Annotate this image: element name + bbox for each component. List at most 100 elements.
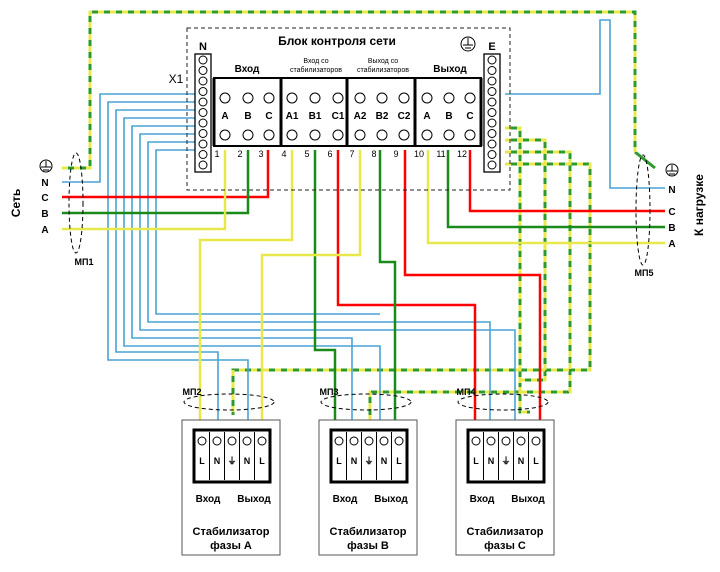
stab-terminal-label: N xyxy=(488,456,495,466)
terminal-number: 9 xyxy=(393,149,398,159)
stab-screw-icon xyxy=(501,436,511,446)
control-block-title: Блок контроля сети xyxy=(278,34,396,48)
phase-a-wires xyxy=(62,150,665,430)
terminal-number: 1 xyxy=(214,149,219,159)
strip-screw-icon xyxy=(487,139,497,149)
terminal-number: 4 xyxy=(281,149,286,159)
strip-screw-icon xyxy=(198,76,208,86)
terminal-label: A2 xyxy=(354,111,367,122)
terminal-label: B1 xyxy=(309,111,322,122)
terminal-number: 5 xyxy=(304,149,309,159)
bundle-ellipse xyxy=(457,393,549,411)
strip-screw-icon xyxy=(487,160,497,170)
strip-screw-icon xyxy=(198,55,208,65)
left-line-c: C xyxy=(41,193,48,204)
terminal-label: A xyxy=(221,111,228,122)
stab-terminal-label: L xyxy=(396,456,402,466)
terminal-label: C1 xyxy=(332,111,345,122)
stab-screw-icon xyxy=(394,436,404,446)
terminal-number: 3 xyxy=(258,149,263,159)
terminal-label: B xyxy=(445,111,452,122)
strip-left-side-label: X1 xyxy=(169,72,184,86)
stab-subtitle: фазы С xyxy=(484,540,526,552)
strip-screw-icon xyxy=(487,129,497,138)
right-line-b: B xyxy=(668,223,675,234)
pe-wires xyxy=(62,10,656,420)
terminal-number: 7 xyxy=(349,149,354,159)
terminal-number: 6 xyxy=(327,149,332,159)
bundle-mp1-label: МП1 xyxy=(75,257,94,267)
stab-terminal-label: N xyxy=(214,456,221,466)
strip-screw-icon xyxy=(198,66,208,75)
strip-screw-icon xyxy=(198,97,208,107)
terminal-screw-icon xyxy=(354,92,366,104)
terminal-screw-icon xyxy=(354,129,366,141)
terminal-label: B xyxy=(244,111,251,122)
strip-screw-icon xyxy=(487,76,497,86)
terminal-number: 11 xyxy=(436,149,445,159)
bundle-mp5-label: МП5 xyxy=(635,268,654,278)
stab-screw-icon xyxy=(531,436,541,446)
stab-terminal-label: N xyxy=(518,456,525,466)
terminal-screw-icon xyxy=(286,92,298,104)
right-ground-icon xyxy=(665,163,679,177)
stab-output-label: Выход xyxy=(374,494,408,505)
strip-screw-icon xyxy=(198,160,208,170)
terminal-label: B2 xyxy=(376,111,389,122)
stab-input-label: Вход xyxy=(196,494,221,505)
right-line-a: A xyxy=(668,239,675,250)
stab-screw-icon xyxy=(197,436,207,446)
strip-screw-icon xyxy=(198,129,208,138)
stab-terminal-label: L xyxy=(259,456,265,466)
terminal-strip-right xyxy=(483,53,501,173)
stab-screw-icon xyxy=(242,436,252,446)
bundle-label: МП2 xyxy=(183,387,202,397)
neutral-wires xyxy=(62,19,665,430)
stab-screw-icon xyxy=(257,436,267,446)
stab-screw-icon xyxy=(212,436,222,446)
right-line-n: N xyxy=(668,185,675,196)
strip-left-top-label: N xyxy=(199,41,207,53)
strip-screw-icon xyxy=(487,97,497,107)
strip-screw-icon xyxy=(487,150,497,159)
terminal-label: C xyxy=(466,111,473,122)
left-line-a: A xyxy=(41,225,48,236)
terminal-screw-icon xyxy=(421,129,433,141)
stab-terminal-label: N xyxy=(244,456,251,466)
terminal-label: C2 xyxy=(398,111,411,122)
terminal-screw-icon xyxy=(219,92,231,104)
stab-output-label: Выход xyxy=(237,494,271,505)
stab-subtitle: фазы А xyxy=(210,540,252,552)
strip-screw-icon xyxy=(487,66,497,75)
stab-title: Стабилизатор xyxy=(330,526,407,538)
stab-screw-icon xyxy=(364,436,374,446)
phase-c-wires xyxy=(62,150,665,430)
stab-terminal-label: ⏚ xyxy=(364,456,373,466)
stab-output-label: Выход xyxy=(511,494,545,505)
stab-screw-icon xyxy=(379,436,389,446)
strip-screw-icon xyxy=(487,87,497,96)
terminal-screw-icon xyxy=(464,92,476,104)
terminal-screw-icon xyxy=(219,129,231,141)
terminal-number: 8 xyxy=(371,149,376,159)
terminal-strip-left xyxy=(194,53,212,173)
group-input-label: Вход xyxy=(235,64,260,75)
strip-screw-icon xyxy=(487,118,497,128)
left-ground-icon xyxy=(39,159,53,173)
terminal-screw-icon xyxy=(263,129,275,141)
stab-terminal-label: N xyxy=(381,456,388,466)
phase-b-wires xyxy=(62,150,665,430)
strip-screw-icon xyxy=(198,87,208,96)
terminal-screw-icon xyxy=(376,129,388,141)
right-line-c: C xyxy=(668,207,675,218)
stab-screw-icon xyxy=(516,436,526,446)
stab-title: Стабилизатор xyxy=(467,526,544,538)
terminal-screw-icon xyxy=(464,129,476,141)
terminal-screw-icon xyxy=(242,129,254,141)
